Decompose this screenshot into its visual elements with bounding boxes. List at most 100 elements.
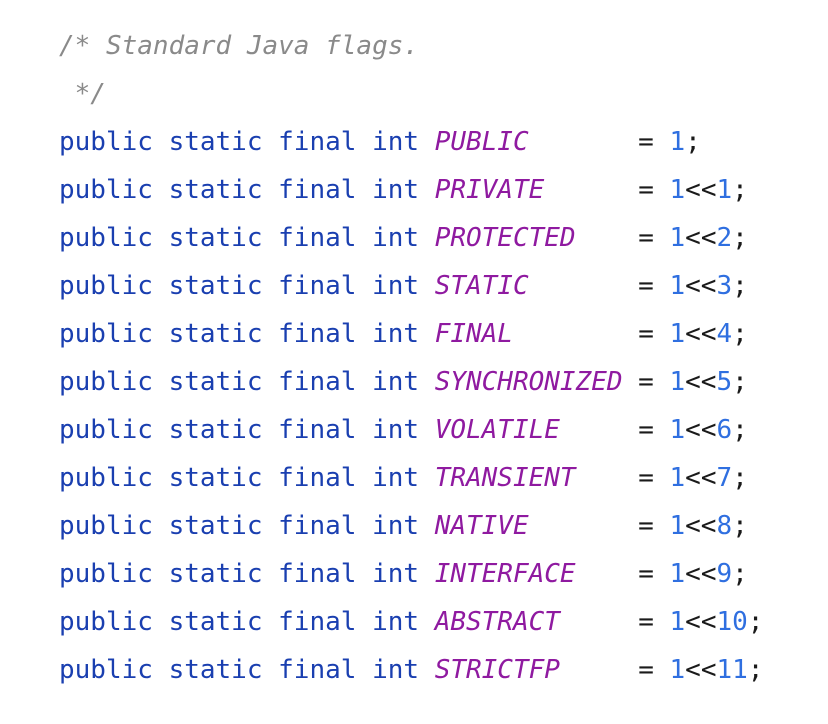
number-token: 1 [669,415,686,445]
keyword-token: public static final int [59,655,435,685]
identifier-token: TRANSIENT [434,463,576,493]
code-line[interactable]: public static final int STRICTFP = 1<<11… [59,646,763,694]
code-line[interactable]: public static final int FINAL = 1<<4; [59,310,763,358]
number-token: 1 [669,319,686,349]
assign-operator: = [622,655,670,685]
number-token: 1 [669,607,686,637]
code-line[interactable]: /* Standard Java flags. [59,22,763,70]
shift-operator: << [685,175,717,205]
keyword-token: public static final int [59,127,435,157]
exponent-token: 2 [716,223,733,253]
padding-space [544,175,622,205]
assign-operator: = [622,511,670,541]
statement-terminator: ; [747,655,764,685]
shift-operator: << [685,223,717,253]
keyword-token: public static final int [59,511,435,541]
identifier-token: PRIVATE [434,175,545,205]
statement-terminator: ; [732,223,748,253]
assign-operator: = [622,559,670,589]
assign-operator: = [622,607,670,637]
keyword-token: public static final int [59,319,435,349]
statement-terminator: ; [732,367,748,397]
exponent-token: 10 [716,607,748,637]
identifier-token: VOLATILE [434,415,560,445]
statement-terminator: ; [732,271,748,301]
padding-space [560,415,623,445]
shift-operator: << [685,319,717,349]
shift-operator: << [685,559,717,589]
exponent-token: 3 [716,271,733,301]
keyword-token: public static final int [59,559,435,589]
identifier-token: ABSTRACT [434,607,560,637]
keyword-token: public static final int [59,175,435,205]
code-line[interactable]: public static final int SYNCHRONIZED = 1… [59,358,763,406]
code-line[interactable]: public static final int PROTECTED = 1<<2… [59,214,763,262]
code-line[interactable]: public static final int PUBLIC = 1; [59,118,763,166]
number-token: 1 [669,655,686,685]
assign-operator: = [622,415,670,445]
padding-space [560,607,623,637]
identifier-token: STATIC [434,271,529,301]
padding-space [576,559,623,589]
code-line[interactable]: public static final int VOLATILE = 1<<6; [59,406,763,454]
padding-space [576,463,623,493]
padding-space [513,319,623,349]
identifier-token: FINAL [434,319,513,349]
statement-terminator: ; [732,415,748,445]
exponent-token: 11 [716,655,748,685]
exponent-token: 6 [716,415,733,445]
padding-space [576,223,623,253]
keyword-token: public static final int [59,607,435,637]
code-line[interactable]: public static final int PRIVATE = 1<<1; [59,166,763,214]
identifier-token: INTERFACE [434,559,576,589]
code-line[interactable]: public static final int STATIC = 1<<3; [59,262,763,310]
statement-terminator: ; [747,607,764,637]
keyword-token: public static final int [59,223,435,253]
exponent-token: 7 [716,463,733,493]
comment-token: */ [59,79,106,109]
comment-token: /* Standard Java flags. [59,31,420,61]
identifier-token: PUBLIC [434,127,529,157]
identifier-token: PROTECTED [434,223,576,253]
number-token: 1 [669,127,686,157]
number-token: 1 [669,367,686,397]
code-block[interactable]: /* Standard Java flags. */ public static … [59,22,763,694]
statement-terminator: ; [732,559,748,589]
keyword-token: public static final int [59,463,435,493]
assign-operator: = [622,223,670,253]
statement-terminator: ; [685,127,701,157]
keyword-token: public static final int [59,415,435,445]
padding-space [529,127,623,157]
statement-terminator: ; [732,319,748,349]
assign-operator: = [622,127,670,157]
shift-operator: << [685,367,717,397]
shift-operator: << [685,511,717,541]
number-token: 1 [669,223,686,253]
code-line[interactable]: public static final int INTERFACE = 1<<9… [59,550,763,598]
keyword-token: public static final int [59,271,435,301]
number-token: 1 [669,463,686,493]
statement-terminator: ; [732,175,748,205]
code-line[interactable]: public static final int NATIVE = 1<<8; [59,502,763,550]
number-token: 1 [669,271,686,301]
exponent-token: 1 [716,175,733,205]
statement-terminator: ; [732,463,748,493]
identifier-token: STRICTFP [434,655,560,685]
exponent-token: 4 [716,319,733,349]
assign-operator: = [622,367,670,397]
code-line[interactable]: public static final int TRANSIENT = 1<<7… [59,454,763,502]
shift-operator: << [685,607,717,637]
number-token: 1 [669,511,686,541]
identifier-token: NATIVE [434,511,529,541]
statement-terminator: ; [732,511,748,541]
padding-space [529,511,623,541]
code-line[interactable]: public static final int ABSTRACT = 1<<10… [59,598,763,646]
exponent-token: 5 [716,367,733,397]
assign-operator: = [622,319,670,349]
identifier-token: SYNCHRONIZED [434,367,623,397]
shift-operator: << [685,463,717,493]
code-line[interactable]: */ [59,70,763,118]
assign-operator: = [622,463,670,493]
assign-operator: = [622,175,670,205]
